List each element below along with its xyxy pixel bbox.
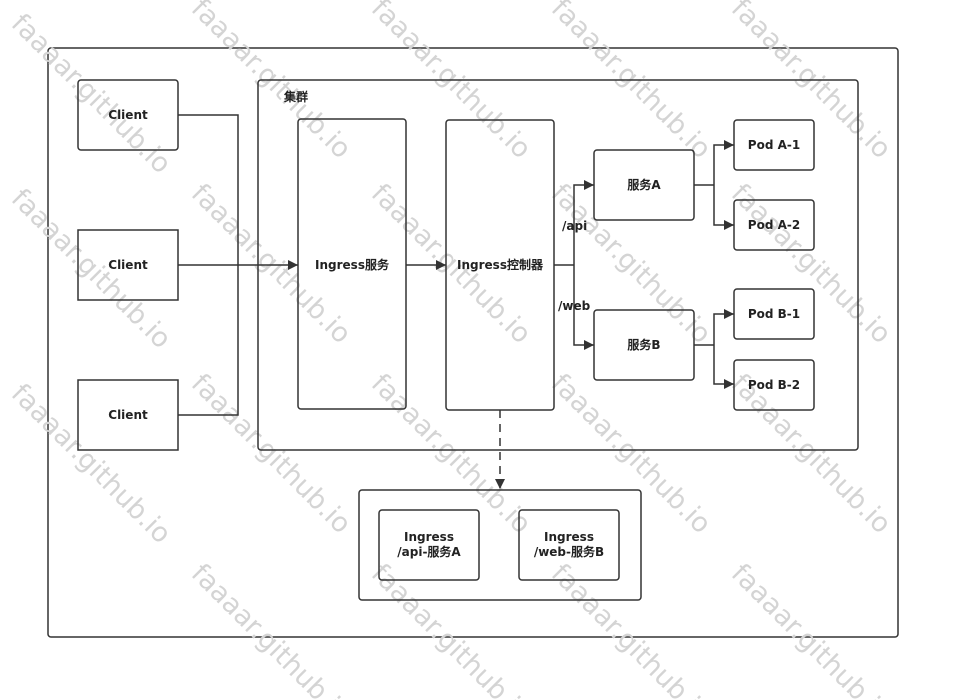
watermark: faaaar.github.io <box>365 368 537 540</box>
ingress-rule-line1: Ingress <box>404 530 454 544</box>
route-web-arrow <box>573 265 594 350</box>
ingress-rule-api: Ingress /api-服务A <box>378 509 480 581</box>
pod-a2-arrow <box>713 185 734 230</box>
pod-node: Pod B-1 <box>733 288 815 340</box>
client-connector <box>178 265 239 416</box>
service-a-node: 服务A <box>593 149 695 221</box>
watermark: faaaar.github.io <box>545 0 717 165</box>
watermark: faaaar.github.io <box>5 378 177 550</box>
ingress-service-label: Ingress服务 <box>315 257 390 272</box>
route-api-arrow <box>573 180 594 265</box>
pod-node: Pod A-1 <box>733 119 815 171</box>
route-api-label: /api <box>562 219 587 233</box>
pod-label: Pod B-2 <box>748 378 800 392</box>
pod-b2-arrow <box>713 345 734 389</box>
client-connector <box>178 114 239 265</box>
ingress-rules-container <box>358 489 642 601</box>
watermark: faaaar.github.io <box>545 368 717 540</box>
client-label: Client <box>108 258 148 272</box>
watermark: faaaar.github.io <box>185 0 357 165</box>
cluster-label: 集群 <box>283 89 308 104</box>
outer-frame <box>47 47 899 638</box>
service-a-label: 服务A <box>627 177 661 192</box>
pod-label: Pod B-1 <box>748 307 800 321</box>
watermark: faaaar.github.io <box>365 0 537 165</box>
pod-label: Pod A-1 <box>748 138 800 152</box>
pod-a1-arrow <box>713 140 734 185</box>
ingress-controller-label: Ingress控制器 <box>457 257 544 272</box>
service-b-label: 服务B <box>627 337 660 352</box>
ingress-service-node: Ingress服务 <box>297 118 407 410</box>
ingress-rule-line2: /api-服务A <box>397 544 461 559</box>
watermark: faaaar.github.io <box>5 183 177 355</box>
pod-node: Pod A-2 <box>733 199 815 251</box>
watermark: faaaar.github.io <box>725 368 897 540</box>
watermark: faaaar.github.io <box>725 178 897 350</box>
client-label: Client <box>108 408 148 422</box>
watermark: faaaar.github.io <box>5 8 177 180</box>
pod-label: Pod A-2 <box>748 218 800 232</box>
ingress-controller-node: Ingress控制器 <box>445 119 555 411</box>
watermark: faaaar.github.io <box>545 178 717 350</box>
watermark-layer: faaaar.github.io faaaar.github.io faaaar… <box>5 0 897 700</box>
watermark: faaaar.github.io <box>725 558 897 700</box>
ingress-rule-line2: /web-服务B <box>534 544 604 559</box>
client-label: Client <box>108 108 148 122</box>
watermark: faaaar.github.io <box>185 558 357 700</box>
ingress-rule-line1: Ingress <box>544 530 594 544</box>
pod-node: Pod B-2 <box>733 359 815 411</box>
pod-b1-arrow <box>713 309 734 345</box>
client-node: Client <box>77 379 179 451</box>
ingress-rule-web: Ingress /web-服务B <box>518 509 620 581</box>
watermark: faaaar.github.io <box>185 368 357 540</box>
route-web-label: /web <box>558 299 591 313</box>
